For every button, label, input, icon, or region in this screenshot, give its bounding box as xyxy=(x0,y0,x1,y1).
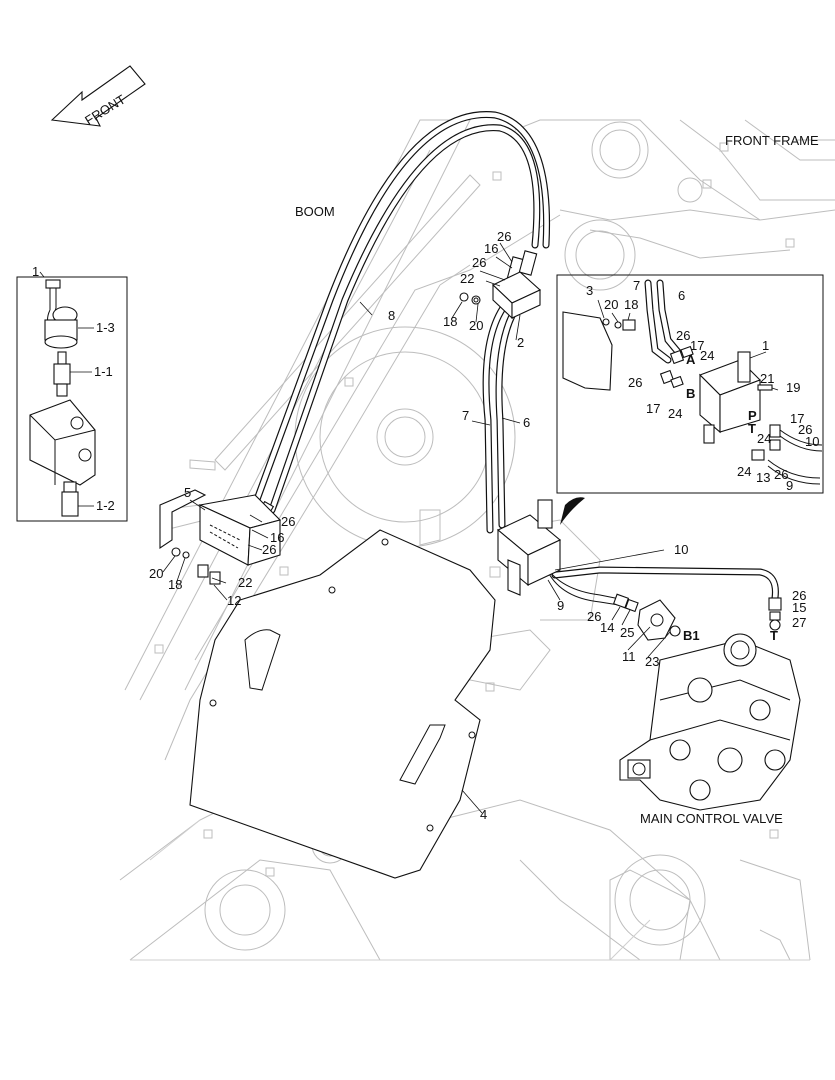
label-m26f: 26 xyxy=(587,609,601,624)
port-b: B xyxy=(686,386,695,401)
label-m20a: 20 xyxy=(469,318,483,333)
label-m5: 5 xyxy=(184,485,191,500)
valve-block-1 xyxy=(496,497,585,596)
label-r26b: 26 xyxy=(628,375,642,390)
label-r20: 20 xyxy=(604,297,618,312)
label-m26e: 26 xyxy=(792,588,806,603)
label-m14: 14 xyxy=(600,620,614,635)
label-m7: 7 xyxy=(462,408,469,423)
label-1-1: 1-1 xyxy=(94,364,113,379)
front-arrow: FRONT xyxy=(50,65,146,128)
main-control-valve xyxy=(612,593,801,811)
label-m18a: 18 xyxy=(443,314,457,329)
label-m16b: 16 xyxy=(270,530,284,545)
label-1: 1 xyxy=(32,264,39,279)
label-m26d: 26 xyxy=(262,542,276,557)
label-m15: 15 xyxy=(792,600,806,615)
main-control-valve-caption: MAIN CONTROL VALVE xyxy=(640,811,783,826)
label-m26c: 26 xyxy=(281,514,295,529)
label-r13: 13 xyxy=(756,470,770,485)
label-m6: 6 xyxy=(523,415,530,430)
label-r24b: 24 xyxy=(668,406,682,421)
label-r19: 19 xyxy=(786,380,800,395)
label-r21: 21 xyxy=(760,371,774,386)
inset-right-valve-detail xyxy=(556,274,824,494)
label-r6: 6 xyxy=(678,288,685,303)
background-machine-outline xyxy=(119,119,835,961)
label-m26b: 26 xyxy=(472,255,486,270)
label-m20b: 20 xyxy=(149,566,163,581)
port-t-main: T xyxy=(770,628,778,643)
label-m26a: 26 xyxy=(497,229,511,244)
label-r17c: 17 xyxy=(790,411,804,426)
label-m22b: 22 xyxy=(238,575,252,590)
label-r26a: 26 xyxy=(676,328,690,343)
inset-left-labels: 1 1-3 1-1 1-2 xyxy=(32,264,115,513)
label-1-3: 1-3 xyxy=(96,320,115,335)
label-r26c: 26 xyxy=(798,422,812,437)
label-m8: 8 xyxy=(388,308,395,323)
port-b1: B1 xyxy=(683,628,700,643)
hose-group xyxy=(251,111,779,607)
label-m12: 12 xyxy=(227,593,241,608)
port-a: A xyxy=(686,352,696,367)
label-m11: 11 xyxy=(622,649,636,664)
label-m16a: 16 xyxy=(484,241,498,256)
label-r3: 3 xyxy=(586,283,593,298)
label-m23: 23 xyxy=(645,654,659,669)
label-r24d: 24 xyxy=(737,464,751,479)
front-frame-caption: FRONT FRAME xyxy=(725,133,819,148)
port-t: T xyxy=(748,421,756,436)
manifold-block-5 xyxy=(159,489,282,585)
cover-plate-4 xyxy=(189,529,496,879)
label-r26d: 26 xyxy=(774,467,788,482)
label-m2: 2 xyxy=(517,335,524,350)
port-letters: A B P T B1 T xyxy=(683,352,778,643)
inset-right-labels: 3 20 18 7 6 1 26 17 24 26 21 19 17 24 17… xyxy=(586,278,819,493)
label-r9: 9 xyxy=(786,478,793,493)
label-r17b: 17 xyxy=(646,401,660,416)
label-r10: 10 xyxy=(805,434,819,449)
label-r7: 7 xyxy=(633,278,640,293)
label-r17a: 17 xyxy=(690,338,704,353)
leader-lines xyxy=(162,242,671,814)
boom-caption: BOOM xyxy=(295,204,335,219)
label-m4: 4 xyxy=(480,807,487,822)
label-r24a: 24 xyxy=(700,348,714,363)
label-m9: 9 xyxy=(557,598,564,613)
label-m27: 27 xyxy=(792,615,806,630)
port-p: P xyxy=(748,408,757,423)
label-m25: 25 xyxy=(620,625,634,640)
inset-left-solenoid-assembly xyxy=(16,271,128,522)
label-r1: 1 xyxy=(762,338,769,353)
label-m18b: 18 xyxy=(168,577,182,592)
label-m22a: 22 xyxy=(460,271,474,286)
label-1-2: 1-2 xyxy=(96,498,115,513)
main-labels: 26 16 26 22 18 20 2 8 7 6 5 26 16 26 20 … xyxy=(149,229,806,822)
label-r18: 18 xyxy=(624,297,638,312)
label-r24c: 24 xyxy=(757,431,771,446)
label-m10: 10 xyxy=(674,542,688,557)
